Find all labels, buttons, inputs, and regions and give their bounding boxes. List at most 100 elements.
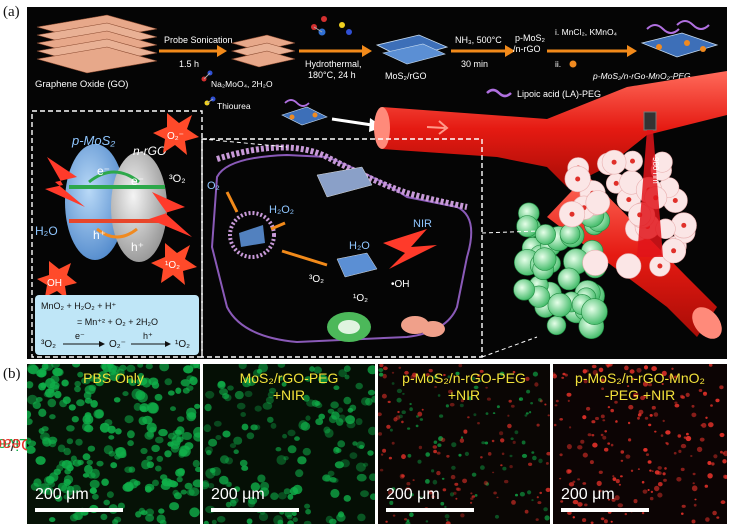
fluorescent-cell (114, 454, 121, 460)
fluorescent-cell (441, 477, 445, 480)
fluorescent-cell (367, 365, 375, 375)
fluorescent-cell (155, 436, 164, 444)
fluorescent-cell (510, 437, 514, 440)
fluorescent-cell (138, 416, 148, 426)
fluorescent-cell (49, 517, 56, 523)
fluorescent-cell (486, 397, 491, 401)
tumor-cell (615, 253, 642, 279)
micrograph-p-mos2-n-rgo-peg: p-MoS₂/n-rGO-PEG+NIR 200 μm (378, 364, 550, 524)
fluorescent-cell (531, 499, 534, 502)
cell-singlet-oxygen-label: ¹O₂ (353, 293, 368, 304)
fluorescent-cell (406, 482, 411, 486)
fluorescent-cell (38, 428, 45, 434)
product-p-mos2-line2: /n-rGO (513, 44, 541, 54)
fluorescent-cell (479, 380, 482, 383)
fluorescent-cell (401, 410, 406, 414)
fluorescent-cell (536, 423, 540, 427)
fluorescent-cell (248, 496, 258, 505)
fluorescent-cell (410, 374, 416, 380)
fluorescent-cell (544, 403, 547, 406)
fluorescent-cell (538, 398, 542, 402)
fluorescent-cell (55, 495, 63, 502)
fluorescent-cell (618, 483, 621, 486)
precursor-molecule-icon (311, 16, 352, 36)
fluorescent-cell (625, 454, 631, 459)
fluorescent-cell (499, 371, 505, 376)
fluorescent-cell (258, 364, 268, 373)
fluorescent-cell (398, 366, 402, 369)
fluorescent-cell (152, 479, 159, 487)
equation-line-2: = Mn⁺² + O₂ + 2H₂O (77, 317, 158, 327)
micrograph-mos2-rgo-peg: MoS₂/rGO-PEG+NIR 200 μm (203, 364, 375, 524)
fluorescent-cell (600, 517, 605, 521)
fluorescent-cell (318, 374, 328, 384)
fluorescent-cell (338, 369, 347, 378)
fluorescent-cell (425, 479, 430, 484)
fluorescent-cell (642, 381, 649, 387)
nucleolus (338, 320, 360, 334)
fluorescent-cell (526, 389, 531, 394)
tumor-cell-nucleus (672, 198, 678, 203)
fluorescent-cell (421, 408, 424, 411)
fluorescent-cell (302, 447, 311, 456)
fluorescent-cell (190, 364, 199, 369)
equation-arrow-1-head (99, 341, 105, 347)
fluorescent-cell (720, 500, 726, 505)
fluorescent-cell (545, 487, 550, 492)
product-p-mos2-line1: p-MoS₂ (515, 33, 546, 43)
nanoparticle-injection (281, 99, 383, 132)
fluorescent-cell (479, 369, 484, 373)
fluorescent-cell (722, 459, 727, 464)
fluorescent-cell (676, 477, 682, 482)
fluorescent-cell (504, 479, 509, 484)
fluorescent-cell (367, 389, 375, 396)
fluorescent-cell (385, 520, 388, 523)
fluorescent-cell (417, 411, 423, 417)
fluorescent-cell (449, 492, 455, 497)
fluorescent-cell (716, 516, 720, 519)
fluorescent-cell (591, 434, 595, 437)
fluorescent-cell (331, 411, 340, 420)
fluorescent-cell (129, 478, 139, 489)
fluorescent-cell (416, 415, 419, 418)
fluorescent-cell (387, 400, 391, 404)
fluorescent-cell (485, 482, 489, 486)
fluorescent-cell (229, 443, 237, 449)
fluorescent-cell (186, 385, 194, 391)
fluorescent-cell (561, 376, 565, 379)
synthesis-arrow-3-head (505, 45, 515, 57)
fluorescent-cell (287, 520, 294, 524)
mno2-particle-icon (569, 60, 577, 68)
zoom-connector-3 (481, 336, 538, 358)
fluorescent-cell (696, 446, 703, 453)
fluorescent-cell (90, 400, 98, 408)
tumor-cell-nucleus (613, 180, 619, 186)
fluorescent-cell (378, 368, 384, 373)
p-mos2-label: p-MoS₂ (71, 133, 115, 148)
fluorescent-cell (409, 402, 412, 406)
fluorescent-cell (68, 460, 75, 466)
fluorescent-cell (169, 502, 180, 511)
fluorescent-cell (681, 504, 686, 508)
fluorescent-cell (49, 414, 56, 420)
fluorescent-cell (577, 502, 583, 507)
nir-bolt-icon (383, 229, 437, 269)
equation-arrow-2-label: h⁺ (143, 331, 153, 341)
fluorescent-cell (438, 436, 444, 442)
fluorescent-cell (391, 371, 395, 374)
fluorescent-cell (418, 445, 423, 450)
reagent-thiourea: Thiourea (217, 101, 251, 111)
fluorescent-cell (657, 492, 663, 498)
scale-label-p-mos2-n-rgo-mno2-peg: 200 μm (561, 486, 615, 503)
equation-line-3-right: ¹O₂ (175, 339, 190, 350)
nanosheet-transport-arrow (281, 249, 328, 267)
fluorescent-cell (219, 475, 229, 485)
fluorescent-cell (378, 412, 382, 417)
fluorescent-cell (359, 444, 365, 449)
fluorescent-cell (436, 451, 441, 455)
fluorescent-cell (442, 488, 447, 492)
fluorescent-cell (56, 464, 64, 472)
fluorescent-cell (715, 398, 720, 403)
fluorescent-cell (305, 508, 311, 515)
active-nanosheet (336, 252, 378, 278)
